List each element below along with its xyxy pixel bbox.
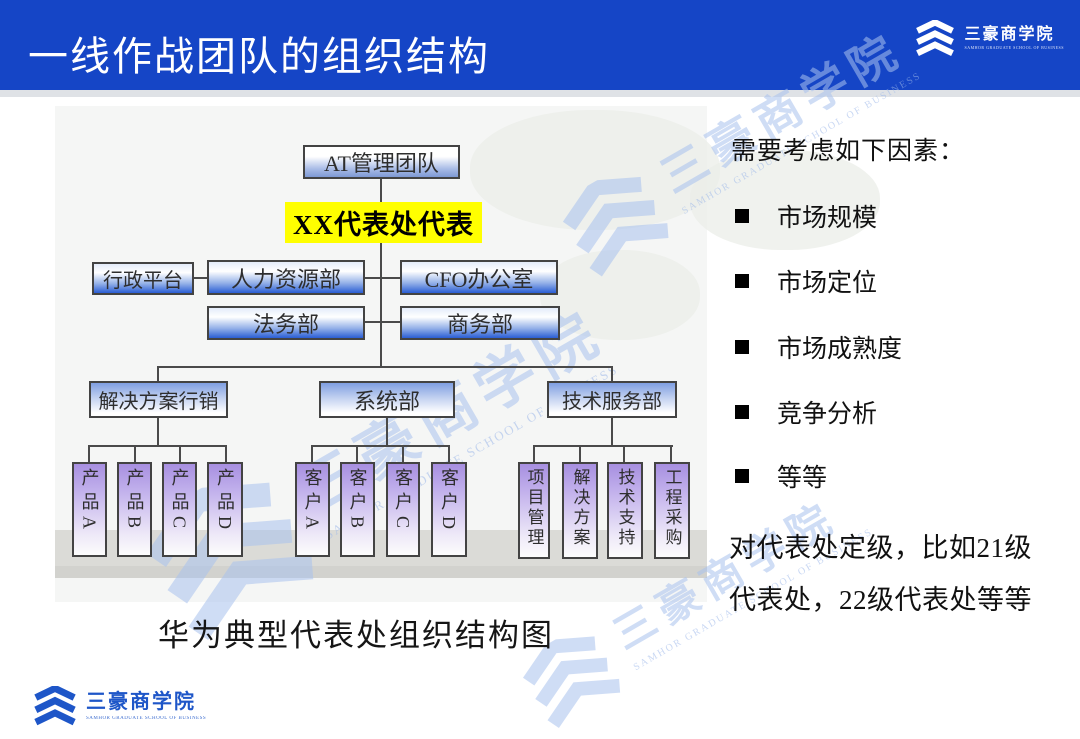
map-blob [470, 110, 720, 230]
org-node-legal-dept: 法务部 [207, 306, 365, 340]
connector-line [579, 445, 581, 463]
org-node-product-a: 产品A [72, 462, 107, 557]
school-logo-subtext: SAMHOR GRADUATE SCHOOL OF BUSINESS [86, 715, 207, 721]
footer-logo: 三豪商学院 SAMHOR GRADUATE SCHOOL OF BUSINESS [32, 686, 206, 726]
header-divider [0, 90, 1080, 97]
org-node-commerce-dept: 商务部 [400, 306, 560, 340]
school-logo-icon [34, 686, 76, 726]
org-node-tech-support: 技术支持 [607, 462, 643, 559]
org-node-product-c: 产品C [162, 462, 197, 557]
bullet-item: 竞争分析 [735, 394, 877, 430]
map-blob [540, 250, 700, 340]
connector-line [193, 277, 207, 279]
bullet-label: 市场定位 [777, 270, 878, 297]
org-node-customer-d: 客户D [431, 462, 467, 557]
org-node-project-management: 项目管理 [518, 462, 550, 559]
connector-line [311, 445, 450, 447]
org-node-representative: XX代表处代表 [285, 202, 482, 243]
bullet-label: 市场成熟度 [777, 336, 903, 363]
org-node-customer-c: 客户C [386, 462, 420, 557]
org-node-system-dept: 系统部 [319, 381, 455, 418]
bullet-square-icon [735, 405, 749, 419]
org-node-customer-b: 客户B [340, 462, 375, 557]
connector-line [225, 445, 227, 463]
connector-line [670, 445, 672, 463]
org-node-tech-service-dept: 技术服务部 [547, 381, 677, 418]
diagram-caption: 华为典型代表处组织结构图 [158, 618, 554, 653]
factors-heading: 需要考虑如下因素： [731, 138, 966, 165]
school-logo-icon [916, 20, 955, 57]
connector-line [386, 418, 388, 447]
connector-line [88, 445, 90, 463]
connector-line [311, 445, 313, 463]
bullet-label: 竞争分析 [777, 401, 878, 428]
map-blob [690, 150, 880, 250]
header-logo: 三豪商学院 SAMHOR GRADUATE SCHOOL OF BUSINESS [914, 20, 1064, 57]
connector-line [88, 445, 227, 447]
title-bar: 一线作战团队的组织结构 三豪商学院 SAMHOR GRADUATE SCHOOL… [0, 0, 1080, 90]
bullet-item: 市场定位 [735, 263, 877, 299]
grading-note: 对代表处定级，比如21级 代表处，22级代表处等等 [729, 533, 1032, 615]
school-logo-text: 三豪商学院 [964, 26, 1055, 43]
school-logo-subtext: SAMHOR GRADUATE SCHOOL OF BUSINESS [964, 45, 1064, 50]
connector-line [157, 418, 159, 447]
org-node-root: AT管理团队 [303, 145, 460, 179]
connector-line [157, 366, 159, 382]
bullet-square-icon [735, 469, 749, 483]
org-node-procurement: 工程采购 [654, 462, 690, 559]
bullet-item: 市场成熟度 [735, 329, 902, 365]
school-logo-text: 三豪商学院 [86, 690, 196, 713]
org-node-customer-a: 客户A [295, 462, 330, 557]
connector-line [611, 366, 613, 382]
connector-line [157, 366, 613, 368]
diagram-gray-band-dark [55, 566, 707, 578]
connector-line [134, 445, 136, 463]
connector-line [448, 445, 450, 463]
connector-line [356, 445, 358, 463]
connector-line [365, 321, 400, 323]
bullet-square-icon [735, 274, 749, 288]
connector-line [611, 418, 613, 447]
connector-line [623, 445, 625, 463]
connector-line [179, 445, 181, 463]
connector-line [380, 242, 382, 368]
bullet-label: 市场规模 [777, 205, 878, 232]
connector-line [365, 277, 400, 279]
org-node-solution: 解决方案 [562, 462, 598, 559]
bullet-square-icon [735, 340, 749, 354]
page-title: 一线作战团队的组织结构 [28, 34, 490, 79]
connector-line [533, 445, 535, 463]
org-node-admin-platform: 行政平台 [92, 262, 194, 295]
org-node-product-d: 产品D [207, 462, 243, 557]
org-node-solution-marketing: 解决方案行销 [89, 381, 228, 418]
org-node-hr-dept: 人力资源部 [207, 260, 365, 295]
connector-line [402, 445, 404, 463]
org-node-product-b: 产品B [117, 462, 152, 557]
org-node-cfo-office: CFO办公室 [400, 260, 558, 295]
bullet-square-icon [735, 209, 749, 223]
bullet-item: 市场规模 [735, 198, 877, 234]
connector-line [533, 445, 673, 447]
bullet-item: 等等 [735, 458, 827, 494]
connector-line [380, 178, 382, 203]
bullet-label: 等等 [777, 465, 828, 492]
